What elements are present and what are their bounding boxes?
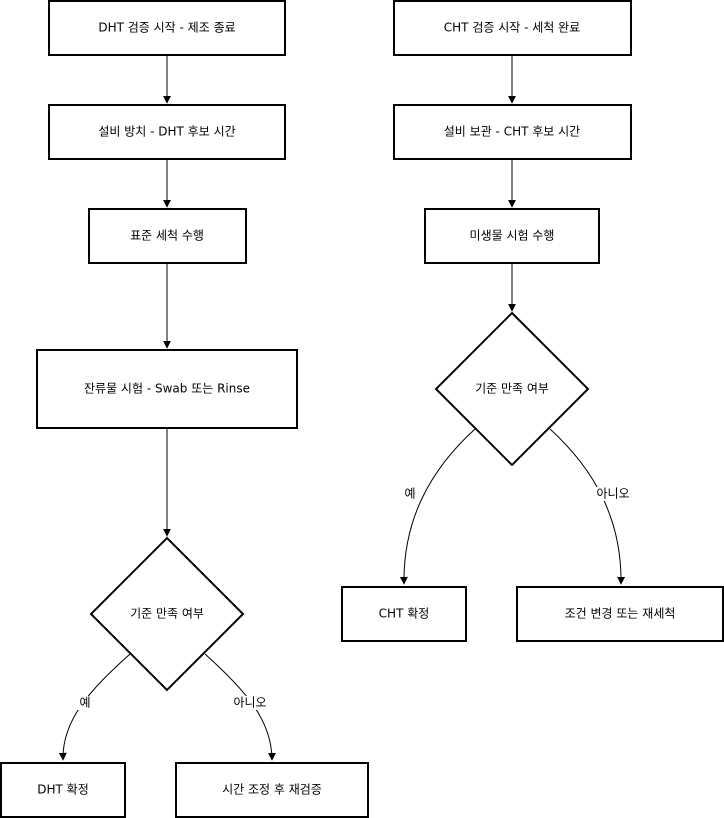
left-yes-label: 예 (76, 696, 94, 710)
svg-text:예: 예 (404, 487, 415, 501)
left-residue-test-node: 잔류물 시험 - Swab 또는 Rinse (36, 349, 298, 429)
svg-text:DHT 확정: DHT 확정 (37, 783, 89, 797)
right-decision-node: 기준 만족 여부 (434, 311, 590, 467)
edge-right-decision-no (549, 428, 626, 585)
left-confirm-node: DHT 확정 (0, 762, 126, 818)
svg-text:표준 세척 수행: 표준 세척 수행 (130, 228, 204, 243)
svg-text:아니오: 아니오 (233, 696, 266, 710)
svg-text:잔류물 시험 - Swab 또는 Rinse: 잔류물 시험 - Swab 또는 Rinse (84, 382, 250, 396)
left-retry-node: 시간 조정 후 재검증 (175, 762, 369, 818)
left-clean-node: 표준 세척 수행 (88, 208, 247, 264)
svg-text:기준 만족 여부: 기준 만족 여부 (130, 607, 204, 621)
left-hold-node: 설비 방치 - DHT 후보 시간 (48, 104, 286, 160)
right-yes-label: 예 (401, 487, 419, 501)
right-retry-node: 조건 변경 또는 재세척 (516, 586, 724, 642)
svg-text:설비 보관 - CHT 후보 시간: 설비 보관 - CHT 후보 시간 (444, 125, 580, 139)
svg-text:조건 변경 또는 재세척: 조건 변경 또는 재세척 (565, 607, 676, 621)
svg-text:미생물 시험 수행: 미생물 시험 수행 (470, 228, 555, 243)
svg-text:CHT 검증 시작 - 세척 완료: CHT 검증 시작 - 세척 완료 (444, 21, 580, 35)
svg-text:설비 방치 - DHT 후보 시간: 설비 방치 - DHT 후보 시간 (98, 125, 235, 139)
left-start-node: DHT 검증 시작 - 제조 종료 (48, 0, 286, 56)
right-no-label: 아니오 (595, 487, 631, 501)
svg-text:아니오: 아니오 (596, 487, 629, 501)
right-hold-node: 설비 보관 - CHT 후보 시간 (393, 104, 632, 160)
svg-text:CHT 확정: CHT 확정 (379, 607, 430, 621)
right-start-node: CHT 검증 시작 - 세척 완료 (393, 0, 632, 56)
left-no-label: 아니오 (232, 696, 268, 710)
svg-text:DHT 검증 시작 - 제조 종료: DHT 검증 시작 - 제조 종료 (98, 21, 235, 35)
edge-right-decision-yes (399, 428, 476, 585)
svg-text:시간 조정 후 재검증: 시간 조정 후 재검증 (222, 783, 322, 797)
svg-text:기준 만족 여부: 기준 만족 여부 (475, 382, 549, 396)
edge-left-decision-yes (58, 653, 131, 761)
svg-text:예: 예 (79, 696, 90, 710)
left-decision-node: 기준 만족 여부 (89, 536, 245, 692)
right-micro-test-node: 미생물 시험 수행 (424, 208, 600, 264)
right-confirm-node: CHT 확정 (341, 586, 467, 642)
